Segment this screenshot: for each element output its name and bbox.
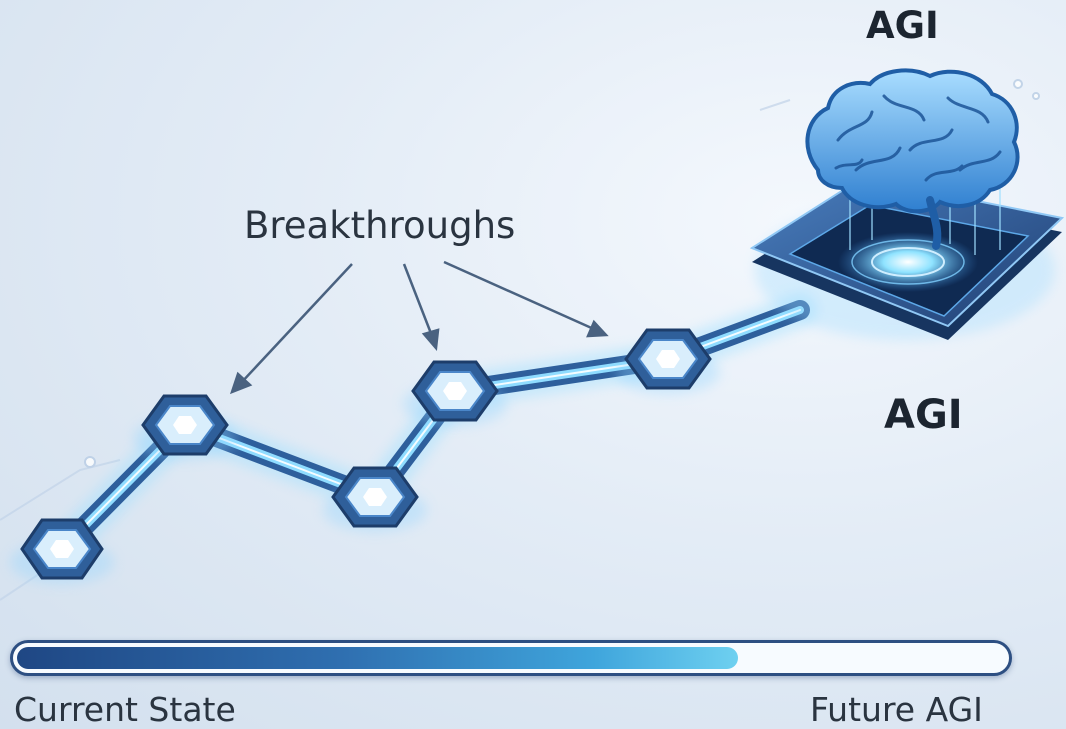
agi-label: AGI <box>884 392 963 438</box>
milestone-node-2 <box>133 394 237 460</box>
current-state-label: Current State <box>14 690 236 729</box>
milestone-node-4 <box>403 360 507 426</box>
breakthrough-arrows <box>229 260 609 395</box>
future-agi-label: Future AGI <box>810 690 983 729</box>
background-traces <box>0 79 1040 601</box>
brain-icon <box>805 68 1020 250</box>
milestone-node-3 <box>323 466 427 532</box>
arrow-icon <box>586 319 609 338</box>
progress-fill <box>17 647 738 669</box>
milestone-node-1 <box>10 518 114 584</box>
agi-title: AGI <box>866 4 939 47</box>
chip-platform-icon <box>749 120 1065 340</box>
progress-bar <box>10 640 1012 676</box>
breakthroughs-label: Breakthroughs <box>244 204 516 247</box>
arrow-icon <box>229 371 253 395</box>
arrow-icon <box>421 328 440 351</box>
milestone-node-5 <box>616 328 720 394</box>
